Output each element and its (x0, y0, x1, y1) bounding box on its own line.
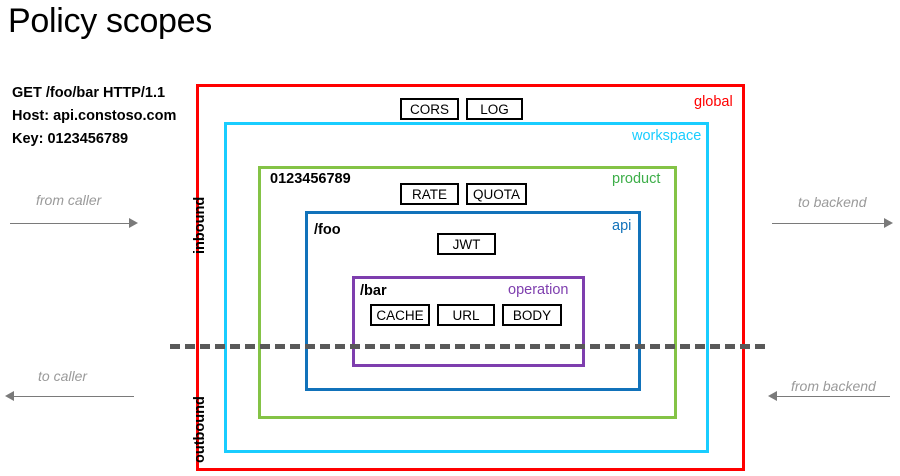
scope-box-api[interactable] (305, 211, 641, 391)
scope-label-operation: operation (508, 282, 569, 298)
scope-box-product[interactable] (258, 166, 677, 419)
request-line-method: GET /foo/bar HTTP/1.1 (12, 85, 166, 101)
pipeline-label-outbound: outbound (192, 396, 208, 463)
scope-label-workspace: workspace (632, 128, 702, 144)
flow-label-from-caller: from caller (36, 192, 102, 208)
flow-label-to-backend: to backend (798, 194, 867, 210)
scope-path-operation: /bar (360, 283, 387, 299)
flow-arrow-from-caller-line (10, 223, 132, 224)
policy-chip-cors[interactable]: CORS (400, 98, 459, 120)
flow-label-to-caller: to caller (38, 368, 88, 384)
flow-arrow-to-caller-head (5, 391, 14, 401)
policy-chip-log[interactable]: LOG (466, 98, 523, 120)
policy-chip-quota[interactable]: QUOTA (466, 183, 527, 205)
policy-chip-body[interactable]: BODY (502, 304, 562, 326)
inbound-outbound-divider (170, 344, 765, 349)
policy-chip-url[interactable]: URL (437, 304, 495, 326)
request-line-key: Key: 0123456789 (12, 131, 129, 147)
flow-arrow-to-backend-head (884, 218, 893, 228)
scope-label-global: global (694, 94, 733, 110)
scope-label-api: api (612, 218, 632, 234)
scope-box-global[interactable] (196, 84, 745, 471)
request-line-host: Host: api.constoso.com (12, 108, 177, 124)
scope-label-product: product (612, 171, 661, 187)
policy-chip-jwt[interactable]: JWT (437, 233, 496, 255)
flow-arrow-from-backend-line (775, 396, 890, 397)
flow-arrow-from-backend-head (768, 391, 777, 401)
flow-label-from-backend: from backend (791, 378, 876, 394)
scope-box-workspace[interactable] (224, 122, 709, 453)
pipeline-label-inbound: inbound (192, 196, 208, 254)
request-sample: GET /foo/bar HTTP/1.1 Host: api.constoso… (12, 82, 176, 151)
policy-chip-cache[interactable]: CACHE (370, 304, 430, 326)
scope-path-product: 0123456789 (270, 171, 351, 187)
page-title: Policy scopes (8, 2, 212, 40)
policy-chip-rate[interactable]: RATE (400, 183, 459, 205)
scope-path-api: /foo (314, 222, 341, 238)
scope-box-operation[interactable] (352, 276, 585, 367)
flow-arrow-to-backend-line (772, 223, 887, 224)
flow-arrow-to-caller-line (12, 396, 134, 397)
flow-arrow-from-caller-head (129, 218, 138, 228)
